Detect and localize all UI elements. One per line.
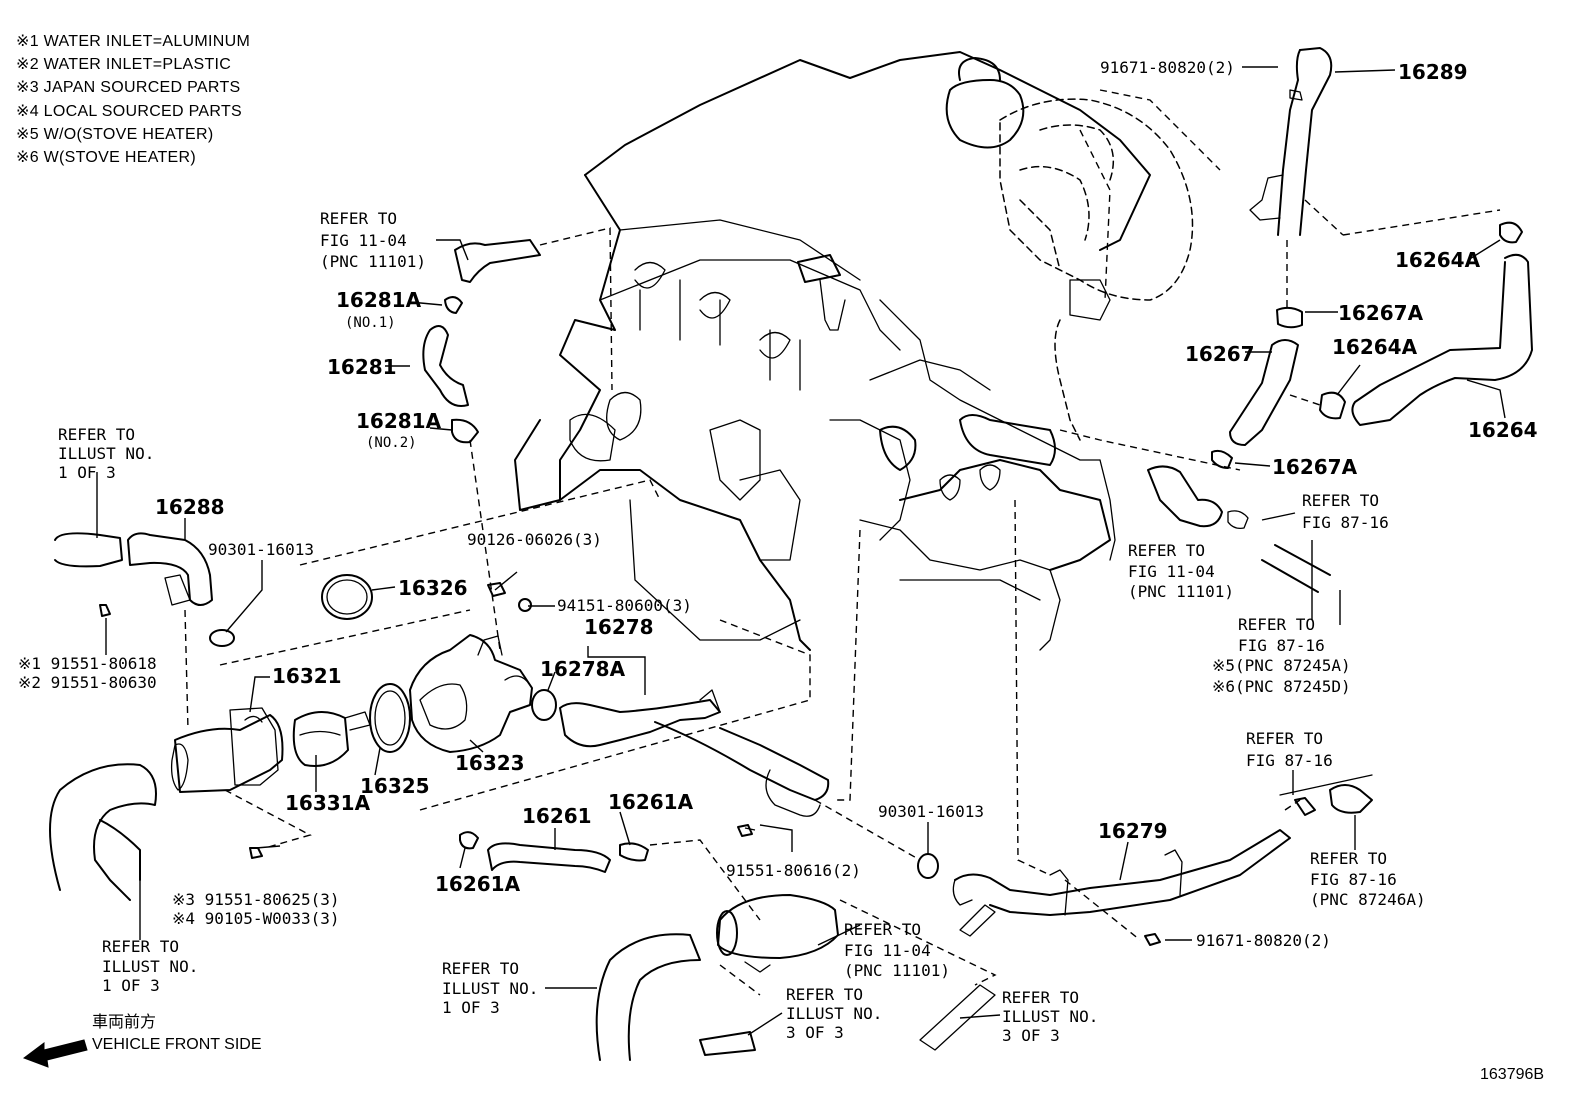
label-16278: 16278	[584, 615, 654, 639]
ref-fig-87-16-upper: REFER TO FIG 87-16	[1302, 491, 1389, 532]
ref-illust-3-of-3-right: REFER TO ILLUST NO. 3 OF 3	[1002, 988, 1108, 1045]
label-16279: 16279	[1098, 819, 1168, 843]
label-16288: 16288	[155, 495, 225, 519]
ref-fig-11-04-right: REFER TO FIG 11-04 (PNC 11101)	[1128, 541, 1234, 601]
label-16325: 16325	[360, 774, 430, 798]
reference-labels: REFER TO FIG 11-04 (PNC 11101) REFER TO …	[58, 209, 1426, 1045]
ref-fig-87-16-middle: REFER TO FIG 87-16	[1246, 729, 1333, 770]
part-number-labels: 16289 16264A 16267A 16267 16264A 16264 1…	[155, 60, 1538, 896]
label-bolt-91551-80625: ※3 91551-80625(3)	[172, 890, 340, 909]
ref-fig-87-16-lower: REFER TO FIG 87-16 (PNC 87246A)	[1310, 849, 1426, 909]
ref-fig-11-04-bottom: REFER TO FIG 11-04 (PNC 11101)	[844, 920, 950, 980]
label-16281A-no2: 16281A	[356, 409, 442, 433]
label-16281: 16281	[327, 355, 397, 379]
label-16267A-upper: 16267A	[1338, 301, 1424, 325]
front-label-jp: 車両前方	[92, 1013, 156, 1031]
note-3: ※3 JAPAN SOURCED PARTS	[16, 79, 241, 97]
vehicle-front-indicator: 車両前方 VEHICLE FRONT SIDE	[22, 1013, 262, 1068]
ref-illust-3-of-3-center: REFER TO ILLUST NO. 3 OF 3	[786, 985, 892, 1042]
bolt-labels: 91671-80820(2) 90301-16013 90126-06026(3…	[18, 58, 1331, 950]
label-bolt-91551-80618: ※1 91551-80618	[18, 654, 157, 673]
note-4: ※4 LOCAL SOURCED PARTS	[16, 102, 242, 120]
label-16267A-lower: 16267A	[1272, 455, 1358, 479]
engine-artwork	[49, 47, 1533, 1061]
label-16289: 16289	[1398, 60, 1468, 84]
label-16261: 16261	[522, 804, 592, 828]
label-16281A-no1-sub: (NO.1)	[345, 315, 396, 331]
label-16264A-lower: 16264A	[1332, 335, 1418, 359]
leader-lines	[96, 66, 1506, 1036]
label-bolt-91671-bottom: 91671-80820(2)	[1196, 931, 1331, 950]
label-16278A: 16278A	[540, 657, 626, 681]
label-16261A-left: 16261A	[435, 872, 521, 896]
label-16326: 16326	[398, 576, 468, 600]
label-16261A-right: 16261A	[608, 790, 694, 814]
label-16264: 16264	[1468, 418, 1538, 442]
ref-fig-11-04-top: REFER TO FIG 11-04 (PNC 11101)	[320, 209, 426, 271]
ref-illust-1-of-3-bottom: REFER TO ILLUST NO. 1 OF 3	[442, 959, 548, 1017]
label-16281A-no2-sub: (NO.2)	[366, 435, 417, 451]
notes-legend: ※1 WATER INLET=ALUMINUM ※2 WATER INLET=P…	[16, 30, 250, 169]
ref-fig-87-16-stove: REFER TO FIG 87-16 ※5(PNC 87245A) ※6(PNC…	[1212, 615, 1360, 696]
label-gasket-90301-right: 90301-16013	[878, 802, 984, 821]
label-gasket-90301-left: 90301-16013	[208, 540, 314, 559]
label-bolt-91551-80616: 91551-80616(2)	[726, 861, 861, 880]
front-label-en: VEHICLE FRONT SIDE	[92, 1036, 262, 1053]
label-16331A: 16331A	[285, 791, 371, 815]
dashed-assembly-lines	[184, 89, 1501, 996]
note-2: ※2 WATER INLET=PLASTIC	[16, 56, 232, 74]
label-bolt-90105: ※4 90105-W0033(3)	[172, 909, 340, 928]
label-bolt-91551-80630: ※2 91551-80630	[18, 673, 157, 692]
figure-id: 163796B	[1480, 1066, 1544, 1083]
ref-illust-1-of-3-left: REFER TO ILLUST NO. 1 OF 3	[58, 425, 164, 482]
label-16281A-no1: 16281A	[336, 288, 422, 312]
front-arrow-icon	[22, 1039, 88, 1068]
label-16321: 16321	[272, 664, 342, 688]
ref-illust-1-of-3-lower-left: REFER TO ILLUST NO. 1 OF 3	[102, 937, 208, 995]
note-1: ※1 WATER INLET=ALUMINUM	[16, 33, 251, 50]
note-5: ※5 W/O(STOVE HEATER)	[16, 125, 214, 143]
note-6: ※6 W(STOVE HEATER)	[16, 149, 197, 167]
label-bolt-91671-top: 91671-80820(2)	[1100, 58, 1235, 77]
label-16323: 16323	[455, 751, 525, 775]
label-nut-94151: 94151-80600(3)	[557, 596, 692, 615]
label-16264A-upper: 16264A	[1395, 248, 1481, 272]
label-stud-90126: 90126-06026(3)	[467, 530, 602, 549]
label-16267: 16267	[1185, 342, 1255, 366]
